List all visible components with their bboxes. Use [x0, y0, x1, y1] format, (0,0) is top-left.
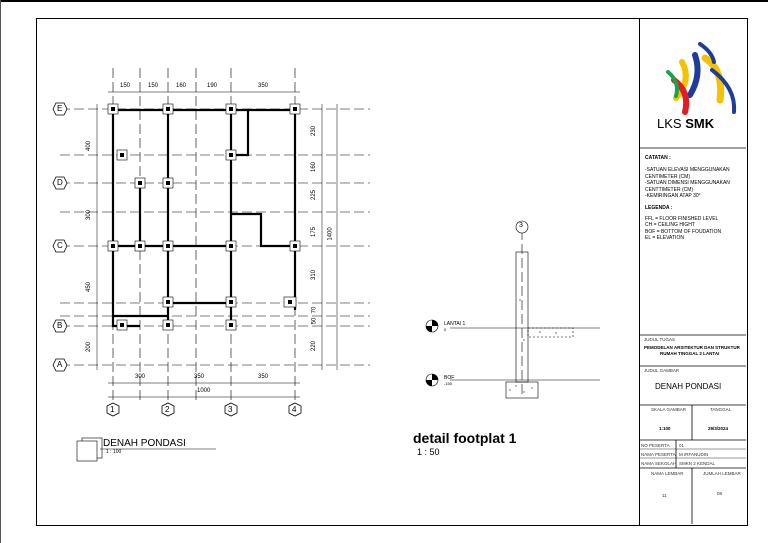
drawing-sheet-frame — [36, 18, 748, 526]
grid-label-col: 2 — [165, 405, 170, 414]
detail-grid-label: 3 — [519, 222, 523, 229]
dim-right: 175 — [311, 226, 318, 238]
legend-heading: LEGENDA : — [645, 205, 673, 212]
dim-right: 220 — [311, 340, 318, 352]
nama-peserta-label: NAMA PESERTA — [641, 452, 676, 457]
dim-bottom: 300 — [135, 374, 146, 380]
dim-right: 160 — [311, 161, 318, 173]
note-line: CENTIMETER (CM) — [645, 173, 690, 180]
top-border — [0, 0, 768, 2]
logo-smk: SMK — [685, 116, 715, 131]
skala-value: 1:100 — [659, 426, 671, 431]
note-line: -KEMIRINGAN ATAP 30° — [645, 193, 701, 200]
judul-tugas-line1: PEMODELAN ARSITEKTUR DAN STRUKTUR — [644, 345, 740, 350]
judul-gambar-value: DENAH PONDASI — [655, 382, 722, 391]
dim-right: 310 — [311, 269, 318, 281]
note-line: CENTTIMETER (CM) — [645, 186, 694, 193]
dim-right: 70 — [311, 306, 318, 314]
legend-line: FFL = FLOOR FINISHED LEVEL — [645, 215, 719, 222]
judul-tugas-label: JUDUL TUGAS — [644, 337, 676, 342]
dim-bottom: 350 — [194, 374, 205, 380]
nama-peserta-value: M IRFANUDIN — [679, 452, 709, 457]
level-bof-label: BOF — [444, 375, 455, 381]
level-lantai-value: 0 — [444, 327, 447, 332]
tanggal-label: TANGGAL — [710, 407, 732, 412]
dim-right: 230 — [311, 125, 318, 137]
jumlah-lembar-label: JUMLAH LEMBAR — [703, 471, 741, 476]
note-line: -SATUAN DIMENSI MENGGUNAKAN — [645, 180, 730, 187]
notes-heading: CATATAN : — [645, 155, 671, 161]
dim-right: 225 — [311, 189, 318, 201]
dim-bottom-total: 1000 — [197, 388, 211, 394]
logo-text: LKS SMK — [657, 116, 714, 131]
notes-section: CATATAN : -SATUAN ELEVASI MENGGUNAKAN CE… — [645, 155, 730, 241]
no-peserta-label: NO PESERTA — [641, 443, 670, 448]
no-peserta-value: 01 — [679, 443, 685, 448]
note-line: -SATUAN ELEVASI MENGGUNAKAN — [645, 167, 730, 174]
dim-top: 150 — [148, 83, 159, 89]
judul-tugas-line2: RUMAH TINGGAL 2 LANTAI — [660, 351, 720, 356]
judul-gambar-label: JUDUL GAMBAR — [644, 368, 680, 373]
grid-label-row: E — [57, 104, 63, 113]
lks-smk-logo-icon — [666, 42, 737, 115]
dim-right: 50 — [311, 317, 318, 325]
detail-title: detail footplat 1 — [413, 430, 517, 446]
dim-left: 200 — [86, 341, 93, 353]
logo-lks: LKS — [657, 116, 682, 131]
grid-label-col: 1 — [110, 405, 115, 414]
plan-title: DENAH PONDASI — [103, 438, 186, 449]
grid-label-row: D — [57, 178, 63, 187]
dim-top: 190 — [207, 83, 218, 89]
dim-bottom: 350 — [258, 374, 269, 380]
legend-line: BOF = BOTTOM OF FOUDATION — [645, 228, 722, 235]
grid-label-row: B — [57, 321, 63, 330]
detail-scale: 1 : 50 — [417, 447, 440, 457]
legend-line: EL = ELEVATION — [645, 235, 684, 242]
dim-top: 150 — [120, 83, 131, 89]
legend-line: CH = CEILING HIGHT — [645, 222, 695, 229]
level-bof-value: -150 — [444, 381, 453, 386]
tanggal-value: 29/3/2024 — [708, 426, 729, 431]
nama-lembar-value: 11 — [662, 493, 667, 498]
dim-left: 400 — [86, 140, 93, 152]
grid-label-row: A — [57, 360, 63, 369]
title-block — [639, 18, 747, 525]
grid-label-row: C — [57, 241, 63, 250]
dim-right-total: 1400 — [327, 227, 334, 241]
grid-label-col: 3 — [228, 405, 233, 414]
skala-label: SKALA GAMBAR — [651, 407, 687, 412]
nama-sekolah-value: SMKN 2 KENDAL — [679, 461, 716, 466]
left-border — [0, 0, 1, 543]
nama-sekolah-label: NAMA SEKOLAH — [641, 461, 677, 466]
nama-lembar-label: NAMA LEMBAR — [651, 471, 684, 476]
dim-left: 300 — [86, 209, 93, 221]
dim-top: 350 — [258, 83, 269, 89]
level-lantai-label: LANTAI 1 — [444, 321, 466, 327]
plan-scale: 1 : 100 — [106, 449, 122, 455]
dim-top: 160 — [176, 83, 187, 89]
grid-label-col: 4 — [292, 405, 297, 414]
jumlah-lembar-value: 08 — [717, 491, 723, 496]
dim-left: 450 — [86, 281, 93, 293]
